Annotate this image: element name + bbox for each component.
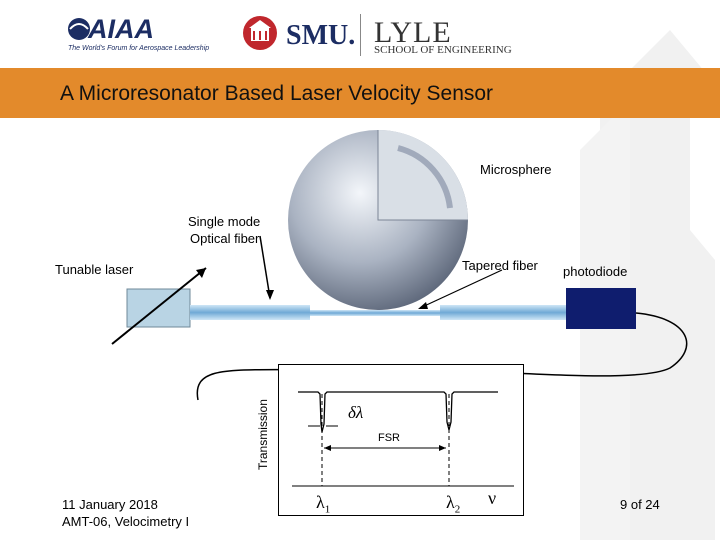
nu-label: ν — [488, 488, 497, 508]
single-mode-label: Single mode — [188, 214, 261, 229]
footer-event: AMT-06, Velocimetry I — [62, 514, 190, 529]
fsr-label: FSR — [378, 432, 400, 444]
school-text: SCHOOL OF ENGINEERING — [374, 44, 512, 56]
laser-arrow-head — [196, 268, 206, 278]
title-banner — [0, 68, 720, 118]
microsphere — [288, 130, 468, 310]
spectrum-ylabel: Transmission — [256, 399, 270, 470]
photodiode-box — [566, 288, 636, 329]
page-number: 9 of 24 — [620, 497, 660, 512]
tapered-fiber-label: Tapered fiber — [462, 258, 538, 273]
transmission-curve — [298, 391, 498, 433]
aiaa-globe-icon — [68, 18, 90, 40]
transmission-spectrum — [278, 364, 524, 516]
footer-info: 11 January 2018 AMT-06, Velocimetry I — [62, 496, 189, 530]
smu-lyle-logo: SMU. LYLE SCHOOL OF ENGINEERING — [242, 14, 522, 56]
photodiode-label: photodiode — [563, 264, 628, 279]
fiber-label-arrow — [259, 235, 271, 299]
smu-seal-icon — [243, 16, 277, 50]
smu-text: SMU. — [286, 20, 356, 51]
footer-date: 11 January 2018 — [62, 497, 158, 512]
lambda2-label: λ2 — [446, 492, 461, 516]
microsphere-label: Microsphere — [480, 162, 552, 177]
tunable-laser-label: Tunable laser — [55, 262, 134, 277]
logo-divider — [360, 14, 361, 56]
tunable-laser-box — [126, 288, 191, 328]
optical-fiber-right — [440, 305, 566, 320]
aiaa-tagline: The World's Forum for Aerospace Leadersh… — [68, 45, 210, 52]
aiaa-logo-text: AIAA — [88, 14, 154, 44]
aiaa-logo: AIAA The World's Forum for Aerospace Lea… — [66, 14, 209, 54]
optical-fiber-label: Optical fiber — [190, 231, 260, 246]
lambda1-label: λ1 — [316, 492, 331, 516]
lyle-text: LYLE — [374, 16, 452, 49]
delta-lambda-label: δλ — [348, 403, 364, 422]
laser-arrow — [111, 267, 207, 345]
tapered-fiber-arrow — [419, 269, 503, 309]
optical-fiber-left — [190, 305, 310, 320]
tapered-fiber — [310, 310, 440, 316]
sensor-diagram — [111, 130, 688, 401]
slide-title: A Microresonator Based Laser Velocity Se… — [60, 82, 494, 105]
